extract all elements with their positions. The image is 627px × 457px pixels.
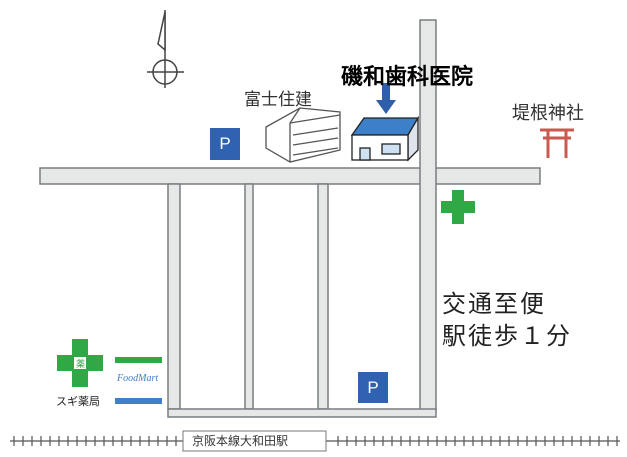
transport-line-2: 駅徒歩１分 (442, 322, 572, 350)
fuji-building (265, 107, 341, 163)
parking-icon-lower: P (358, 372, 388, 403)
arrow-down-icon (376, 83, 396, 114)
transport-line-1: 交通至便 (442, 290, 546, 318)
foodmart-bar-bottom (115, 398, 162, 404)
svg-text:薬: 薬 (76, 358, 85, 370)
store-label: FoodMart (117, 373, 159, 384)
sugi-cross-icon: 薬 (57, 339, 103, 387)
pharmacy-cross-icon (441, 190, 475, 224)
bottom-road (167, 408, 437, 418)
parking-icon: P (210, 128, 240, 160)
torii-icon (540, 128, 574, 158)
clinic-name: 磯和歯科医院 (341, 65, 474, 90)
clinic-building (350, 115, 420, 162)
road-network (39, 19, 541, 418)
pharmacy-label: スギ薬局 (56, 395, 100, 408)
building-label: 富士住建 (244, 90, 312, 110)
shrine-label: 堤根神社 (512, 103, 584, 124)
road-block-1 (167, 183, 181, 410)
main-road (39, 167, 541, 185)
road-block-2 (244, 183, 254, 410)
station-label: 京阪本線大和田駅 (188, 432, 293, 449)
road-block-3 (317, 183, 329, 410)
foodmart-bar-top (115, 357, 162, 363)
compass-icon (147, 10, 184, 88)
